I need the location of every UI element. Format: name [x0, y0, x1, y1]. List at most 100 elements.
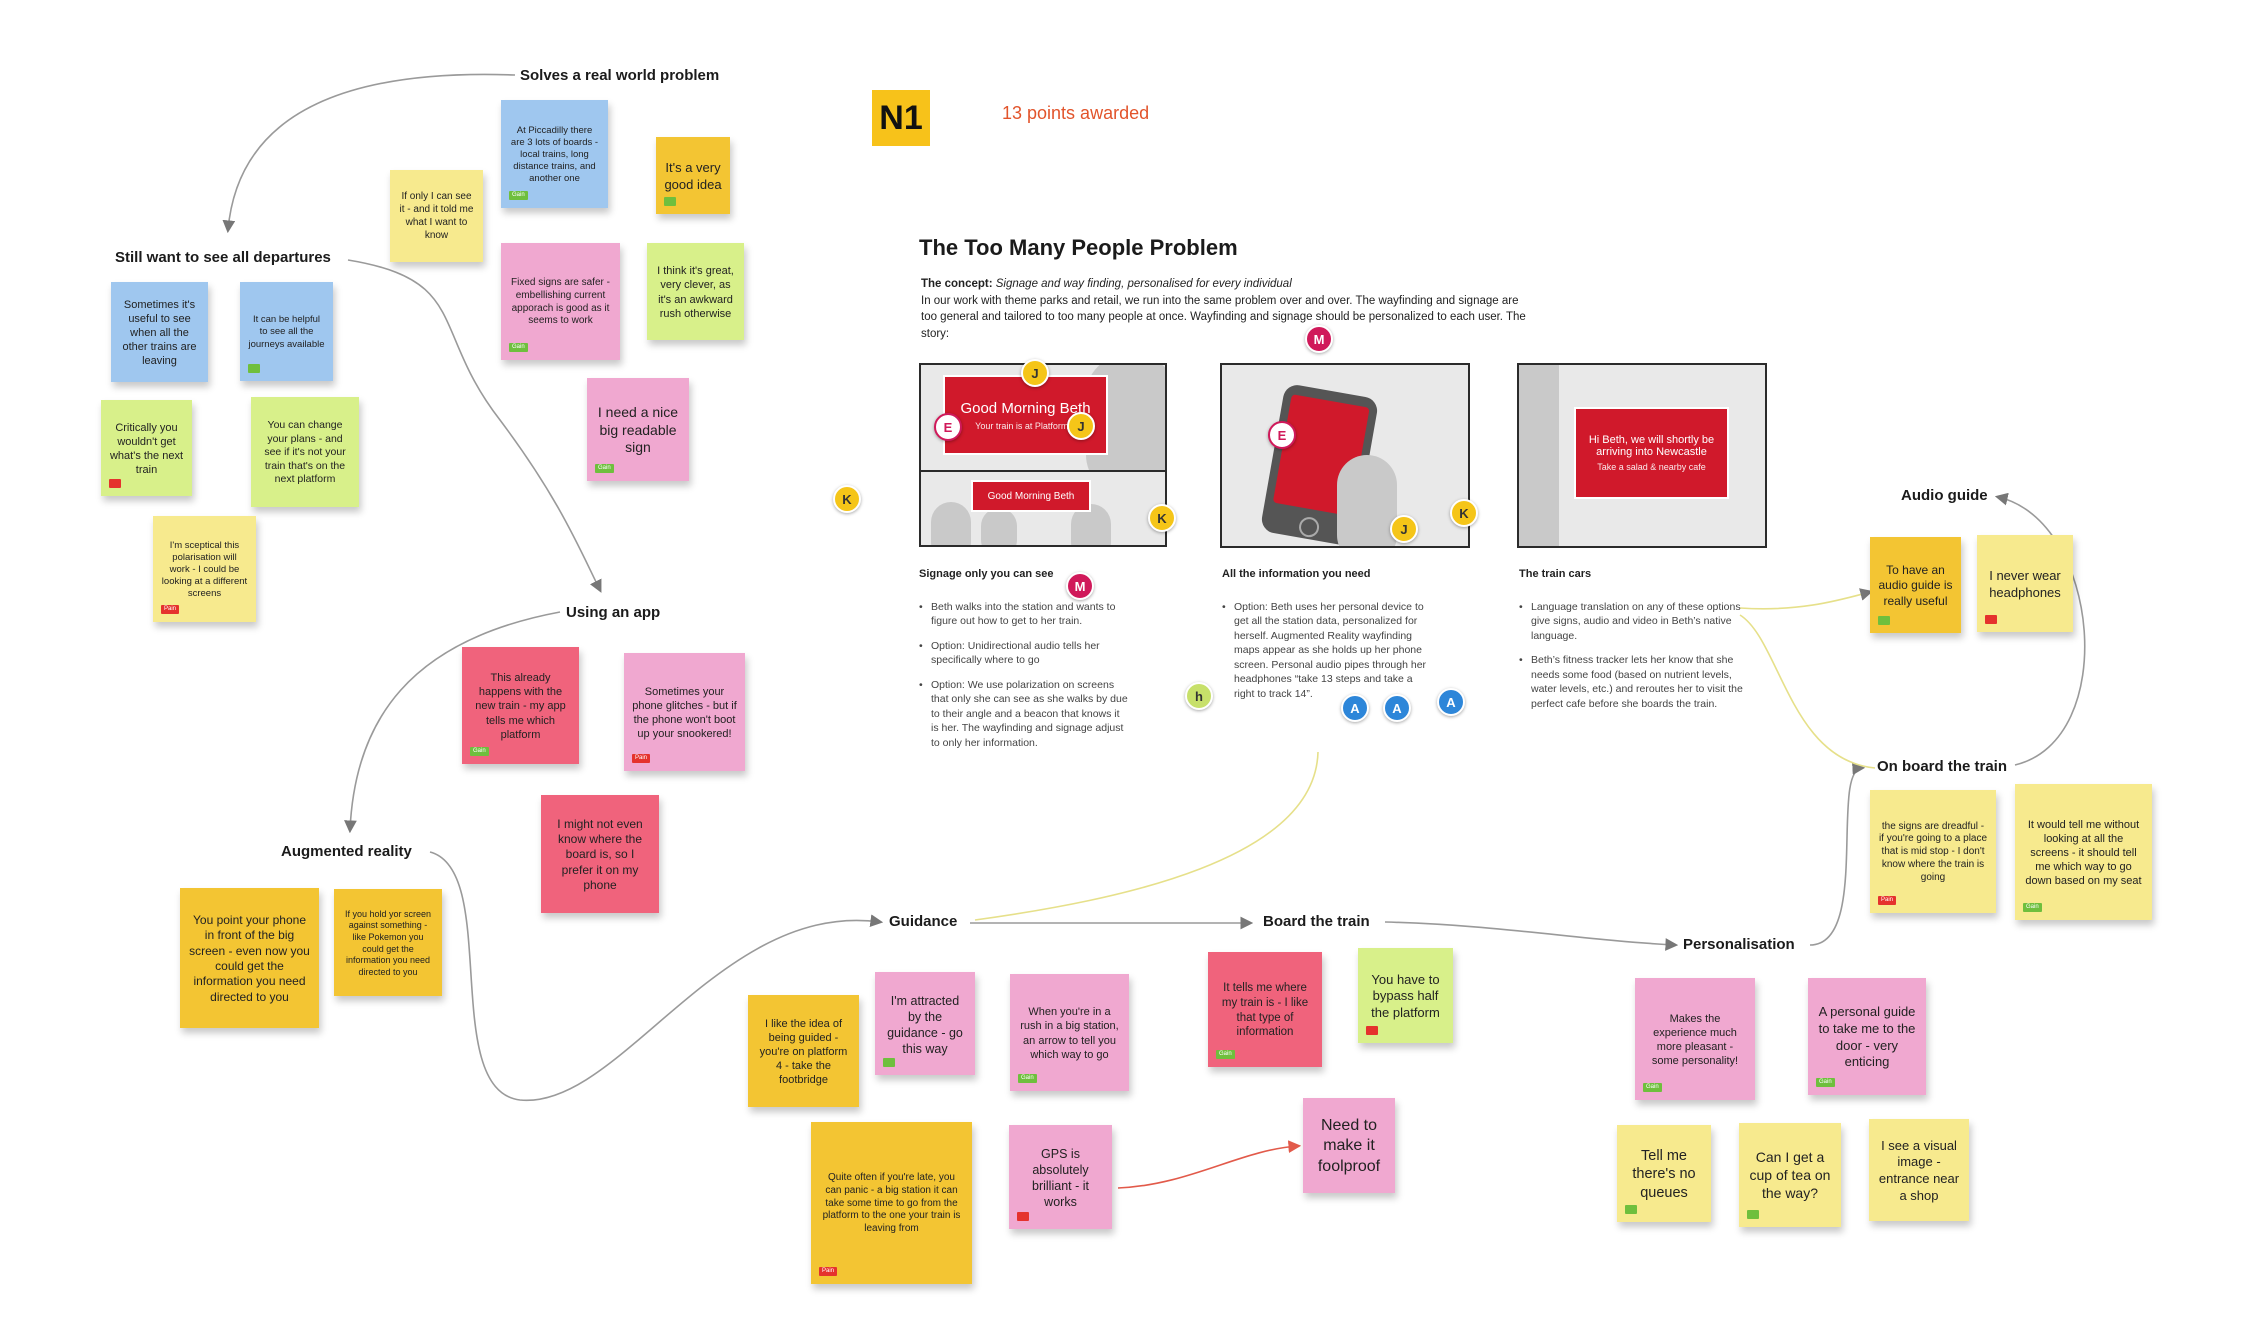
sticky-note-bypass[interactable]: You have to bypass half the platform [1358, 948, 1453, 1043]
sticky-note-already[interactable]: This already happens with the new train … [462, 647, 579, 764]
avatar-a[interactable]: A [1437, 688, 1465, 716]
sticky-note-door[interactable]: A personal guide to take me to the door … [1808, 978, 1926, 1095]
sticky-note-tea[interactable]: Can I get a cup of tea on the way? [1739, 1123, 1841, 1227]
sticky-note-panic[interactable]: Quite often if you're late, you can pani… [811, 1122, 972, 1284]
note-text: To have an audio guide is really useful [1878, 562, 1953, 608]
sticky-note-headphones[interactable]: I never wear headphones [1977, 535, 2073, 632]
sticky-note-good-idea[interactable]: It's a very good idea [656, 137, 730, 214]
sticky-note-tells-me-where[interactable]: It tells me where my train is - I like t… [1208, 952, 1322, 1067]
heading-board-the-train[interactable]: Board the train [1263, 913, 1370, 930]
heading-still-want-departures[interactable]: Still want to see all departures [115, 249, 331, 266]
pain-tag [1017, 1212, 1029, 1221]
pain-tag [109, 479, 121, 488]
note-text: It tells me where my train is - I like t… [1221, 982, 1309, 1039]
heading-on-board-the-train[interactable]: On board the train [1877, 758, 2008, 775]
sticky-note-visual-image[interactable]: I see a visual image - entrance near a s… [1869, 1119, 1969, 1221]
avatar-j[interactable]: J [1021, 359, 1049, 387]
avatar-m[interactable]: M [1305, 325, 1333, 353]
avatar-m[interactable]: M [1066, 572, 1094, 600]
avatar-k[interactable]: K [1450, 499, 1478, 527]
storyboard-panel-1-bottom[interactable]: Good Morning Beth [919, 470, 1167, 547]
sticky-note-attracted[interactable]: I'm attracted by the guidance - go this … [875, 972, 975, 1075]
avatar-h[interactable]: h [1185, 682, 1213, 710]
panel-3-bullets: Language translation on any of these opt… [1519, 600, 1744, 721]
sketch-crowd-2 [981, 508, 1017, 545]
bullet: Option: Beth uses her personal device to… [1222, 600, 1432, 701]
panel-1-title: Signage only you can see [919, 568, 1054, 580]
sticky-note-tell-me-without[interactable]: It would tell me without looking at all … [2015, 784, 2152, 920]
sticky-note-great[interactable]: I think it's great, very clever, as it's… [647, 243, 744, 340]
concept-description: The concept: Signage and way finding, pe… [921, 276, 1531, 343]
sketch-hand [1337, 455, 1397, 546]
panel-1-bullets: Beth walks into the station and wants to… [919, 600, 1129, 760]
train-screen-subtext: Take a salad & nearby cafe [1597, 462, 1706, 472]
note-text: It's a very good idea [664, 159, 722, 192]
heading-audio-guide[interactable]: Audio guide [1901, 487, 1988, 504]
note-text: Need to make it foolproof [1317, 1116, 1381, 1175]
gain-tag: Gain [595, 464, 614, 473]
sticky-note-foolproof[interactable]: Need to make it foolproof [1303, 1098, 1395, 1193]
points-awarded-label: 13 points awarded [1002, 103, 1150, 123]
note-text: I need a nice big readable sign [597, 403, 679, 456]
note-text: When you're in a rush in a big station, … [1020, 1006, 1119, 1061]
avatar-a[interactable]: A [1341, 694, 1369, 722]
note-text: This already happens with the new train … [475, 672, 566, 741]
avatar-e[interactable]: E [1268, 421, 1296, 449]
sticky-note-rush[interactable]: When you're in a rush in a big station, … [1010, 974, 1129, 1091]
gain-tag: Gain [1018, 1074, 1037, 1083]
note-text: Quite often if you're late, you can pani… [822, 1172, 961, 1235]
badge-label: N1 [879, 98, 923, 137]
heading-solves-real-world-problem[interactable]: Solves a real world problem [520, 67, 720, 84]
note-text: Critically you wouldn't get what's the n… [109, 421, 184, 477]
storyboard-panel-3[interactable]: Hi Beth, we will shortly be arriving int… [1517, 363, 1767, 548]
note-text: It can be helpful to see all the journey… [248, 314, 325, 350]
concept-lead: Signage and way finding, personalised fo… [995, 278, 1292, 290]
avatar-e[interactable]: E [934, 413, 962, 441]
sticky-note-change-plans[interactable]: You can change your plans - and see if i… [251, 397, 359, 507]
avatar-k[interactable]: K [833, 485, 861, 513]
sticky-note-pokemon[interactable]: If you hold yor screen against something… [334, 889, 442, 996]
sticky-note-helpful[interactable]: It can be helpful to see all the journey… [240, 282, 333, 381]
sticky-note-critically[interactable]: Critically you wouldn't get what's the n… [101, 400, 192, 496]
sticky-note-might-not-know[interactable]: I might not even know where the board is… [541, 795, 659, 913]
sticky-note-point-phone[interactable]: You point your phone in front of the big… [180, 888, 319, 1028]
sticky-note-if-only[interactable]: If only I can see it - and it told me wh… [390, 170, 483, 262]
avatar-a[interactable]: A [1383, 694, 1411, 722]
sticky-note-glitches[interactable]: Sometimes your phone glitches - but if t… [624, 653, 745, 771]
connector-panel-audio [1739, 588, 1874, 610]
note-text: Sometimes your phone glitches - but if t… [632, 685, 737, 741]
storyboard-panel-2[interactable] [1220, 363, 1470, 548]
sticky-note-audio-useful[interactable]: To have an audio guide is really useful [1870, 537, 1961, 633]
sticky-note-useful-all[interactable]: Sometimes it's useful to see when all th… [111, 282, 208, 382]
gain-tag [1625, 1205, 1637, 1214]
sticky-note-sceptical[interactable]: I'm sceptical this polarisation will wor… [153, 516, 256, 622]
gain-tag: Gain [470, 747, 489, 756]
score-badge: N1 [872, 90, 930, 146]
sticky-note-guided[interactable]: I like the idea of being guided - you're… [748, 995, 859, 1107]
gain-tag [1878, 616, 1890, 625]
pain-tag: Pain [819, 1267, 838, 1276]
gain-tag [883, 1058, 895, 1067]
note-text: You can change your plans - and see if i… [264, 419, 346, 486]
avatar-k[interactable]: K [1148, 504, 1176, 532]
note-text: Sometimes it's useful to see when all th… [122, 298, 197, 368]
sticky-note-pleasant[interactable]: Makes the experience much more pleasant … [1635, 978, 1755, 1100]
sticky-note-readable-sign[interactable]: I need a nice big readable sign Gain [587, 378, 689, 481]
sticky-note-gps[interactable]: GPS is absolutely brilliant - it works [1009, 1125, 1112, 1229]
pain-tag: Pain [161, 605, 180, 614]
sticky-note-queues[interactable]: Tell me there's no queues [1617, 1125, 1711, 1222]
note-text: At Piccadilly there are 3 lots of boards… [510, 124, 599, 185]
sticky-note-fixed-signs[interactable]: Fixed signs are safer - embellishing cur… [501, 243, 620, 360]
heading-guidance[interactable]: Guidance [889, 913, 958, 930]
sticky-note-dreadful[interactable]: the signs are dreadful - if you're going… [1870, 790, 1996, 913]
screen-greeting-far: Good Morning Beth [987, 490, 1075, 502]
heading-augmented-reality[interactable]: Augmented reality [281, 843, 412, 860]
note-text: You have to bypass half the platform [1371, 971, 1440, 1020]
heading-personalisation[interactable]: Personalisation [1683, 936, 1795, 953]
sticky-note-piccadilly[interactable]: At Piccadilly there are 3 lots of boards… [501, 100, 608, 208]
avatar-j[interactable]: J [1067, 412, 1095, 440]
note-text: It would tell me without looking at all … [2025, 818, 2142, 888]
heading-using-an-app[interactable]: Using an app [566, 604, 661, 621]
avatar-j[interactable]: J [1390, 515, 1418, 543]
